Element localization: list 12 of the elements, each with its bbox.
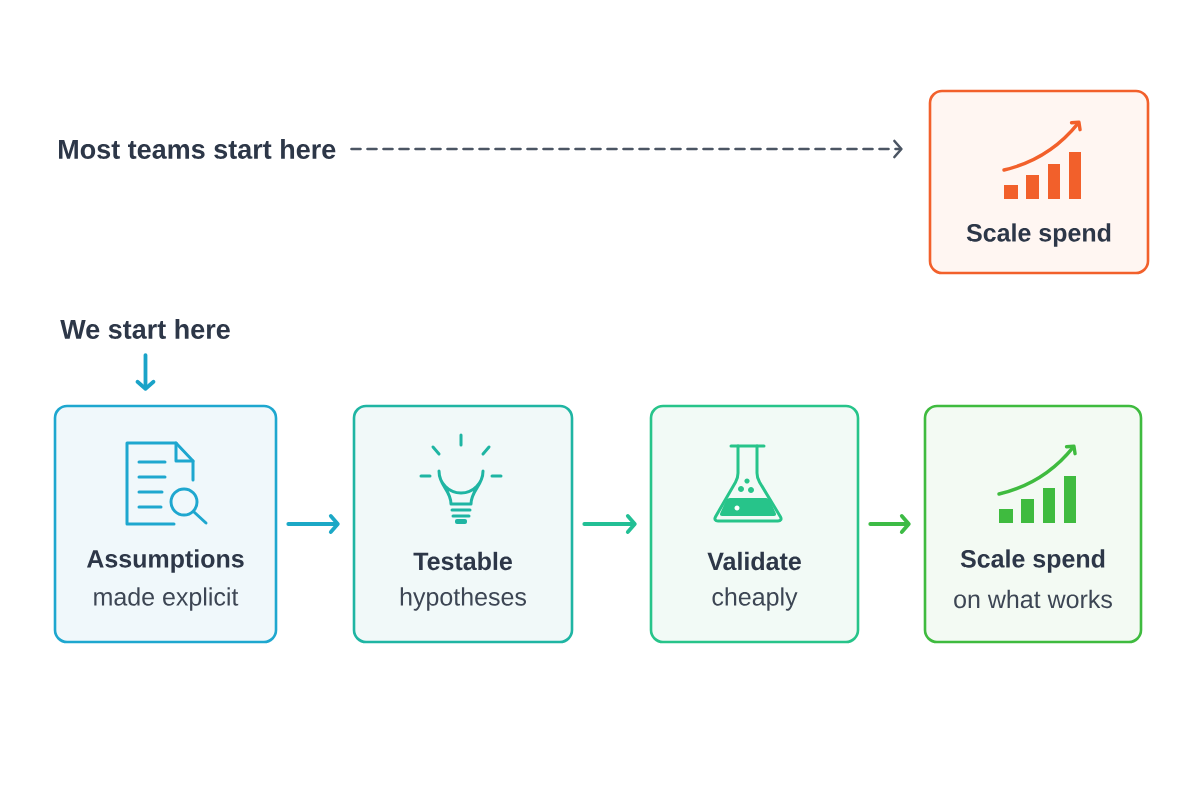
arrow bbox=[582, 514, 637, 534]
step-box: Validate cheaply bbox=[649, 404, 860, 644]
step-box: Scale spend bbox=[928, 89, 1150, 275]
arrow bbox=[286, 514, 340, 534]
step-box: Testable hypotheses bbox=[352, 404, 574, 644]
step-box: Scale spend on what works bbox=[923, 404, 1143, 644]
text-label: We start here bbox=[60, 319, 230, 339]
dashed-arrow bbox=[350, 139, 903, 159]
arrow bbox=[868, 514, 911, 534]
arrow bbox=[135, 353, 156, 391]
step-box: Assumptions made explicit bbox=[53, 404, 278, 644]
text-label: Most teams start here bbox=[59, 139, 336, 159]
